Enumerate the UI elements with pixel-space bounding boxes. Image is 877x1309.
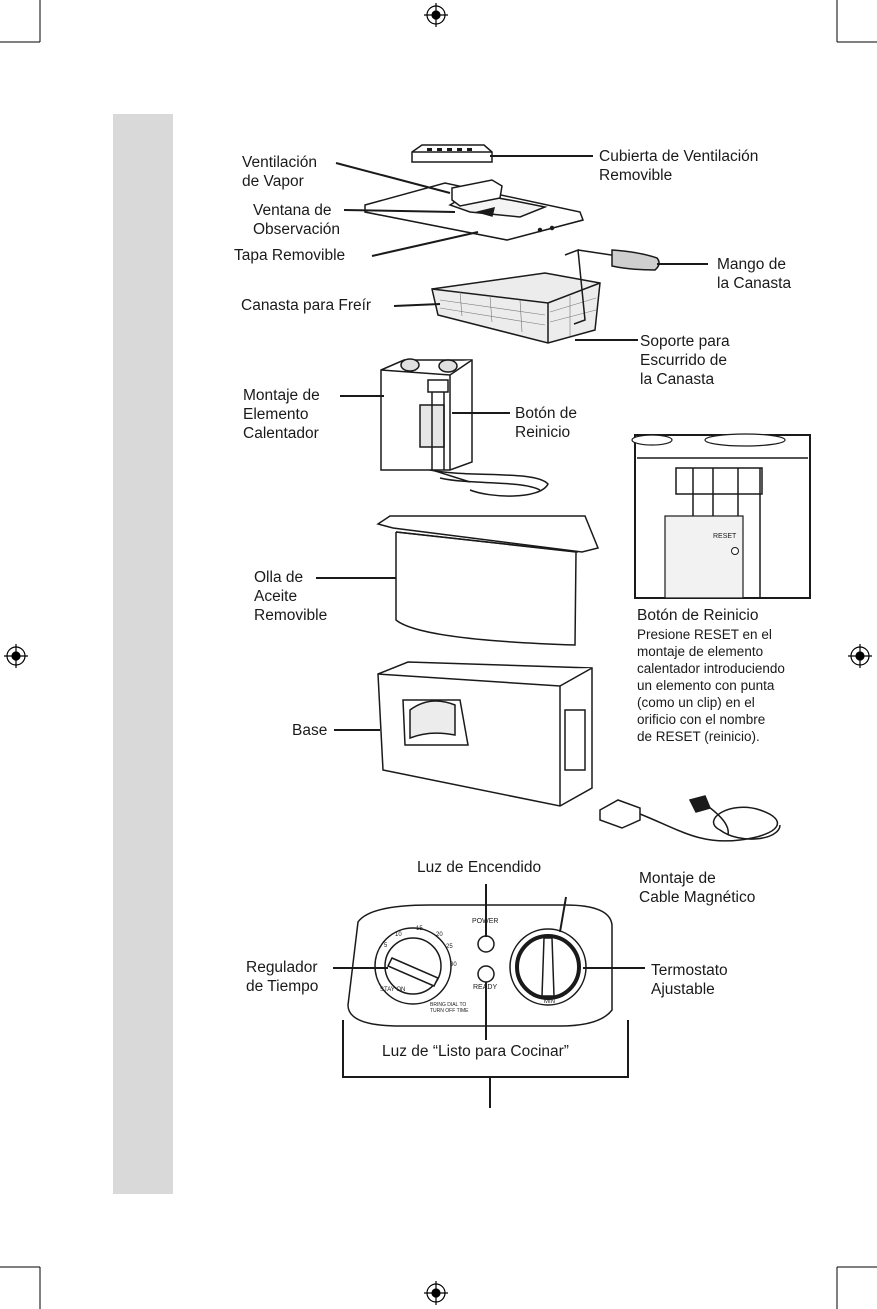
oil-pot-drawing — [376, 515, 600, 646]
registration-mark-top — [424, 3, 448, 27]
heating-element-drawing — [380, 358, 549, 497]
label-basket: Canasta para Freír — [241, 297, 372, 314]
inset-reset-mark: RESET — [713, 533, 737, 540]
label-ready-light: Luz de “Listo para Cocinar” — [382, 1043, 569, 1060]
control-panel-drawing — [347, 904, 613, 1027]
basket-drawing — [431, 248, 660, 344]
page-sidebar-band — [113, 114, 173, 1194]
ready-mark: READY — [473, 984, 498, 991]
reset-note-title: Botón de Reinicio — [637, 607, 759, 624]
timer-tick-25: 25 — [446, 944, 453, 950]
label-base: Base — [292, 722, 328, 739]
lid-drawing — [364, 179, 584, 241]
timer-tick-5: 5 — [384, 943, 388, 949]
timer-tick-15: 15 — [416, 926, 423, 932]
label-lid: Tapa Removible — [234, 247, 346, 264]
callout-lines — [316, 155, 708, 1108]
timer-tick-10: 10 — [395, 932, 402, 938]
label-power-light: Luz de Encendido — [417, 859, 542, 876]
timer-note-mark: BRING DIAL TO TURN OFF TIME — [430, 1002, 469, 1014]
timer-tick-20: 20 — [436, 932, 443, 938]
registration-mark-right — [848, 644, 872, 668]
reset-note: Botón de Reinicio Presione RESET en el m… — [637, 607, 785, 744]
registration-mark-left — [4, 644, 28, 668]
base-drawing — [377, 661, 593, 807]
reset-inset-drawing — [631, 433, 811, 599]
registration-mark-bottom — [424, 1281, 448, 1305]
timer-stay-on-mark: STAY ON — [380, 987, 406, 993]
timer-tick-30: 30 — [450, 962, 457, 968]
vent-cover-drawing — [411, 144, 493, 163]
cord-drawing — [599, 795, 781, 842]
thermostat-min-mark: MIN — [544, 999, 555, 1005]
power-mark: POWER — [472, 918, 499, 925]
